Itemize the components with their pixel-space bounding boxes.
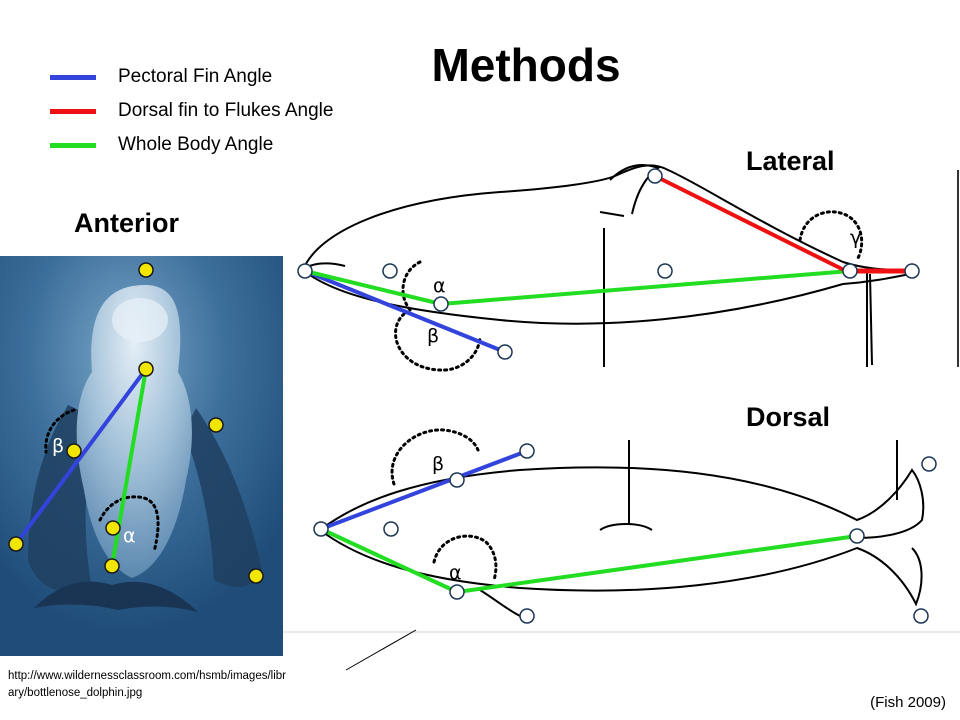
dorsal-body-line-front xyxy=(319,527,459,594)
dorsal-dolphin-outline xyxy=(319,466,925,617)
lateral-gamma-label: γ xyxy=(850,227,861,249)
legend-label-flukes: Dorsal fin to Flukes Angle xyxy=(118,100,334,121)
dorsal-pectoral-line xyxy=(319,449,529,531)
anterior-beta-label: β xyxy=(52,435,64,457)
connector-line xyxy=(345,629,417,671)
lateral-dorsal-fin-line xyxy=(653,174,848,273)
legend-label-whole-body: Whole Body Angle xyxy=(118,134,274,155)
dorsal-alpha-label: α xyxy=(449,562,462,584)
landmarks-anterior xyxy=(8,262,264,584)
landmarks-dorsal xyxy=(313,443,937,624)
view-label-lateral: Lateral xyxy=(746,146,835,176)
dorsal-beta-label: β xyxy=(432,453,444,475)
view-label-dorsal: Dorsal xyxy=(746,402,831,432)
view-label-anterior: Anterior xyxy=(74,208,180,238)
legend-swatch-whole-body xyxy=(50,143,96,148)
image-credit: http://www.wildernessclassroom.com/hsmb/… xyxy=(8,670,287,699)
legend-swatch-flukes xyxy=(50,109,96,114)
lateral-body-line xyxy=(439,269,852,306)
angle-arcs xyxy=(44,210,864,582)
legend-label-pectoral: Pectoral Fin Angle xyxy=(118,66,273,87)
dorsal-body-line xyxy=(455,534,859,594)
anterior-photo xyxy=(0,256,283,656)
angle-lines xyxy=(14,174,915,594)
citation: (Fish 2009) xyxy=(870,694,946,711)
anterior-alpha-label: α xyxy=(123,525,136,547)
lateral-pectoral-line xyxy=(303,269,507,354)
anterior-pectoral-line xyxy=(14,367,148,546)
lateral-beta-label: β xyxy=(427,325,439,347)
landmarks-lateral xyxy=(297,168,920,360)
slide-title: Methods xyxy=(431,39,621,91)
lateral-dolphin-outline xyxy=(302,164,911,366)
legend-swatch-pectoral xyxy=(50,75,96,80)
lateral-alpha-label: α xyxy=(433,275,446,297)
lateral-body-line-front xyxy=(303,269,443,306)
